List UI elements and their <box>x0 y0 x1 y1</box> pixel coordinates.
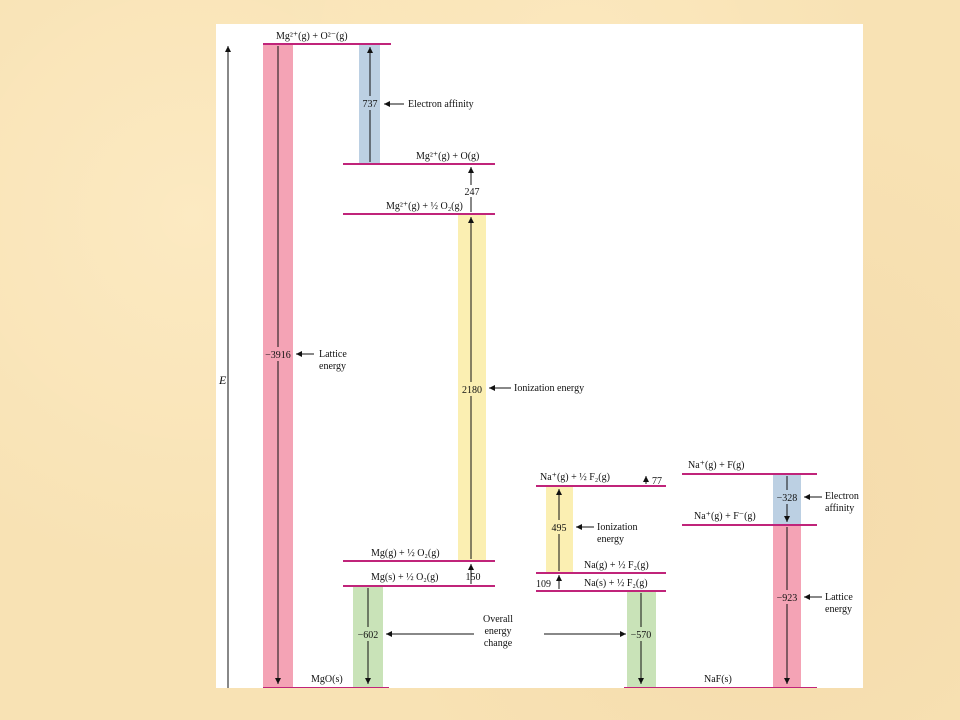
mgo-label-mg2-half-o2: Mg²⁺(g) + ½ O₂(g) <box>386 201 463 212</box>
naf-lattice-note-2: energy <box>825 604 852 615</box>
overall-note-2: energy <box>484 626 511 637</box>
naf-ionization-value: 495 <box>552 523 567 534</box>
mgo-label-mgo-s: MgO(s) <box>311 674 343 685</box>
naf-cycle: Na⁺(g) + F(g) Na⁺(g) + ½ F₂(g) Na⁺(g) + … <box>536 460 859 688</box>
overall-note-3: change <box>484 638 513 649</box>
mgo-label-mg-g: Mg(g) + ½ O₂(g) <box>371 548 440 559</box>
naf-electron-affinity-value: −328 <box>777 493 798 504</box>
naf-sublimation-value: 109 <box>536 579 551 590</box>
naf-lattice-value: −923 <box>777 593 798 604</box>
mgo-label-mg-s: Mg(s) + ½ O₂(g) <box>371 572 438 583</box>
naf-overall-value: −570 <box>631 630 652 641</box>
energy-axis: E <box>218 46 231 688</box>
naf-dissociation-value: 77 <box>652 476 662 487</box>
mgo-dissociation-value: 247 <box>465 187 480 198</box>
overall-energy-change: Overall energy change <box>386 614 626 649</box>
mgo-lattice-note-1: Lattice <box>319 349 347 360</box>
mgo-sublimation-value: 150 <box>466 572 481 583</box>
mgo-electron-affinity-value: 737 <box>363 99 378 110</box>
mgo-label-mg2-o2: Mg²⁺(g) + O²⁻(g) <box>276 31 348 42</box>
naf-label-na-s: Na(s) + ½ F₂(g) <box>584 578 648 589</box>
mgo-label-mg2-o: Mg²⁺(g) + O(g) <box>416 151 479 162</box>
mgo-ionization-note: Ionization energy <box>514 383 584 394</box>
naf-ionization-note-1: Ionization <box>597 522 638 533</box>
naf-ionization-note-2: energy <box>597 534 624 545</box>
overall-note-1: Overall <box>483 614 513 625</box>
diagram-panel: E Mg²⁺(g) + O²⁻(g) Mg²⁺(g) + O(g) Mg²⁺(g… <box>216 24 863 688</box>
naf-label-naf-s: NaF(s) <box>704 674 732 685</box>
energy-axis-label: E <box>218 373 227 387</box>
mgo-overall-value: −602 <box>358 630 379 641</box>
mgo-electron-affinity-note: Electron affinity <box>408 99 474 110</box>
mgo-ionization-value: 2180 <box>462 385 482 396</box>
naf-electron-affinity-note-1: Electron <box>825 491 859 502</box>
born-haber-diagram: E Mg²⁺(g) + O²⁻(g) Mg²⁺(g) + O(g) Mg²⁺(g… <box>218 31 859 688</box>
naf-lattice-note-1: Lattice <box>825 592 853 603</box>
mgo-cycle: Mg²⁺(g) + O²⁻(g) Mg²⁺(g) + O(g) Mg²⁺(g) … <box>263 31 584 688</box>
naf-label-na-plus-half-f2: Na⁺(g) + ½ F₂(g) <box>540 472 610 483</box>
naf-label-na-plus-f: Na⁺(g) + F(g) <box>688 460 744 471</box>
naf-label-na-plus-f-minus: Na⁺(g) + F⁻(g) <box>694 511 756 522</box>
mgo-lattice-note-2: energy <box>319 361 346 372</box>
naf-electron-affinity-note-2: affinity <box>825 503 854 514</box>
mgo-lattice-value: −3916 <box>265 350 291 361</box>
naf-label-na-g: Na(g) + ½ F₂(g) <box>584 560 649 571</box>
